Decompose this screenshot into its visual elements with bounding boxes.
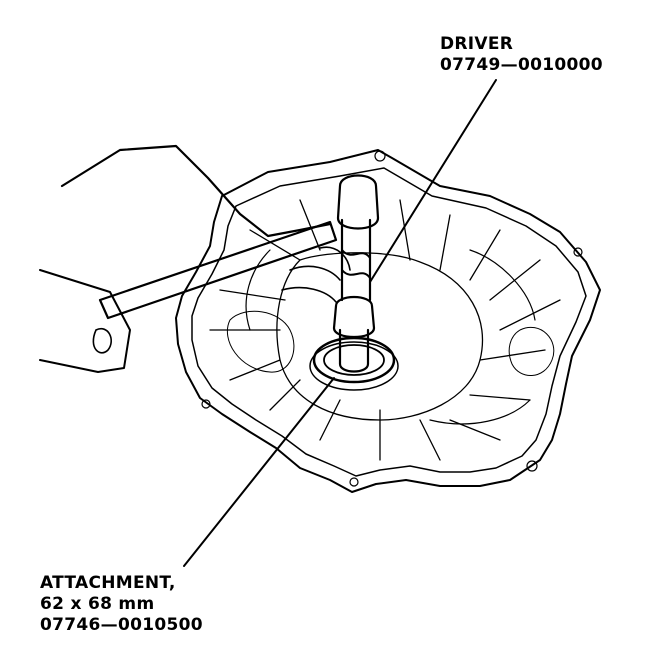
driver-tool [332, 174, 380, 373]
transmission-housing [175, 149, 601, 493]
attachment-callout: ATTACHMENT, 62 x 68 mm 07746—0010500 [40, 573, 203, 636]
hammer-and-hands [39, 144, 351, 373]
attachment-size: 62 x 68 mm [40, 594, 155, 614]
attachment-name: ATTACHMENT, [40, 573, 176, 593]
attachment-part-number: 07746—0010500 [40, 615, 203, 635]
driver-callout: DRIVER 07749—0010000 [440, 34, 603, 76]
driver-leader-line [369, 79, 497, 283]
seal-attachment-ring [309, 336, 399, 391]
driver-name: DRIVER [440, 34, 514, 54]
driver-part-number: 07749—0010000 [440, 55, 603, 75]
attachment-leader-line [183, 377, 335, 567]
